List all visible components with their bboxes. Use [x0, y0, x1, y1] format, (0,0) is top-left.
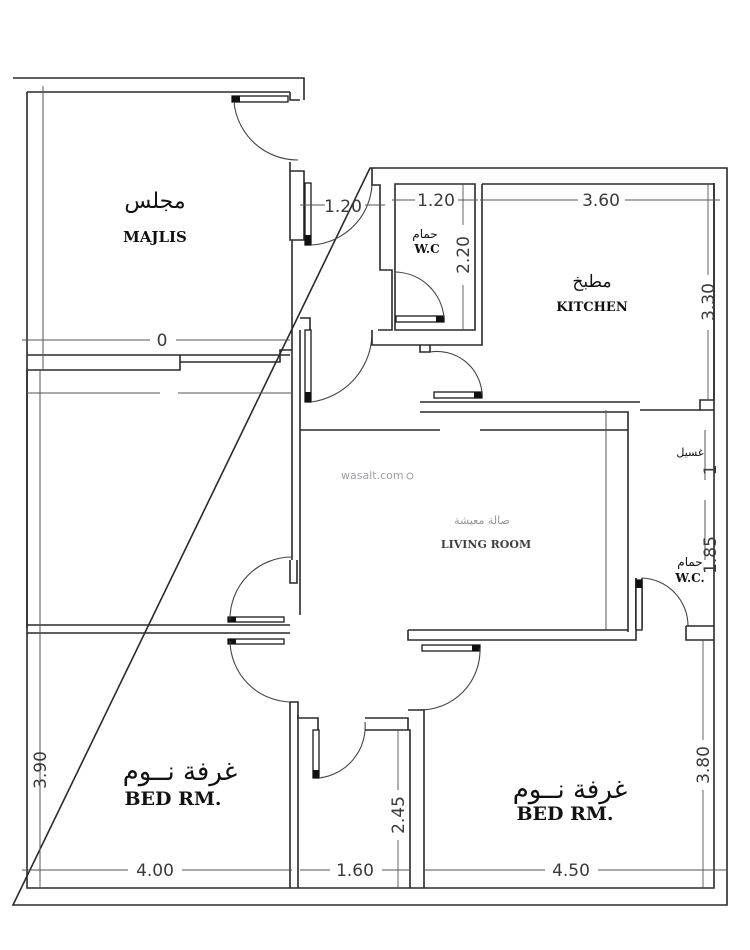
dimension-wc-right-depth: 1.85	[701, 536, 721, 574]
majlis-room	[27, 86, 305, 371]
room-label-ar-bed-right: غرفة نــوم	[513, 775, 628, 805]
dimension-bed-left-depth: 3.90	[31, 633, 51, 888]
dim-label: 4.00	[136, 861, 174, 881]
dim-label: 3.60	[582, 191, 620, 211]
room-label-ar-majlis: مجلس	[124, 189, 185, 214]
dimension-wc-top-width: 1.20	[392, 191, 478, 211]
dimension-corridor-bottom-width: 1.60	[300, 861, 410, 881]
room-label-en-wc-top: W.C	[413, 242, 439, 256]
room-label-en-majlis: MAJLIS	[123, 228, 187, 246]
dimension-kitchen-width: 3.60	[480, 191, 720, 211]
living-room	[300, 410, 637, 711]
dimension-bed-right-width: 4.50	[424, 861, 728, 881]
dimension-bed-left-width: 4.00	[22, 861, 292, 881]
room-label-ar-wc-right: حمام	[677, 555, 702, 569]
dim-label: 1	[701, 465, 721, 476]
kitchen-room	[419, 183, 715, 632]
room-label-ar-strip: غسيل	[676, 446, 703, 459]
dim-label: 1.60	[336, 861, 374, 881]
dim-label: 2.45	[389, 796, 409, 834]
right-strip	[635, 430, 714, 641]
room-label-ar-bed-left: غرفة نــوم	[123, 757, 238, 787]
room-label-ar-living: صالة معيشة	[454, 514, 510, 527]
dim-label: 2.20	[454, 236, 474, 274]
dim-label: 3.80	[694, 746, 714, 784]
room-label-en-wc-right: W.C.	[674, 571, 704, 585]
dimension-strip-depth: 1	[701, 465, 721, 476]
dim-label: 4.50	[552, 861, 590, 881]
dimension-corridor-bottom-depth: 2.45	[389, 730, 409, 888]
room-label-en-bed-right: BED RM.	[516, 803, 613, 825]
room-label-en-living: LIVING ROOM	[441, 538, 531, 551]
room-label-ar-kitchen: مطبخ	[572, 272, 611, 292]
dimension-wc-top-depth: 2.20	[454, 184, 474, 330]
dimension-bed-right-depth: 3.80	[694, 640, 714, 888]
dim-label: 1.20	[417, 191, 455, 211]
dim-label: 3.30	[699, 283, 719, 321]
left-middle-room	[26, 370, 298, 885]
dimension-kitchen-depth: 3.30	[699, 184, 719, 400]
bottom-walls	[289, 701, 425, 888]
corridor-top	[291, 168, 393, 615]
dim-label: 3.90	[31, 751, 51, 789]
room-label-ar-wc-top: حمام	[412, 227, 437, 241]
room-label-en-kitchen: KITCHEN	[556, 300, 628, 315]
dim-label: 1.85	[701, 536, 721, 574]
pin-icon	[406, 472, 414, 480]
room-label-en-bed-left: BED RM.	[124, 788, 221, 810]
dimension-corridor-top-width: 1.20	[300, 197, 385, 217]
watermark: wasalt.com	[341, 469, 414, 482]
watermark-text: wasalt.com	[341, 469, 404, 482]
majlis-door	[231, 95, 299, 161]
dim-label: 1.20	[324, 197, 362, 217]
dimension-majlis-width: 0	[22, 331, 290, 351]
wc-top-room	[371, 183, 483, 346]
dim-label: 0	[157, 331, 168, 351]
